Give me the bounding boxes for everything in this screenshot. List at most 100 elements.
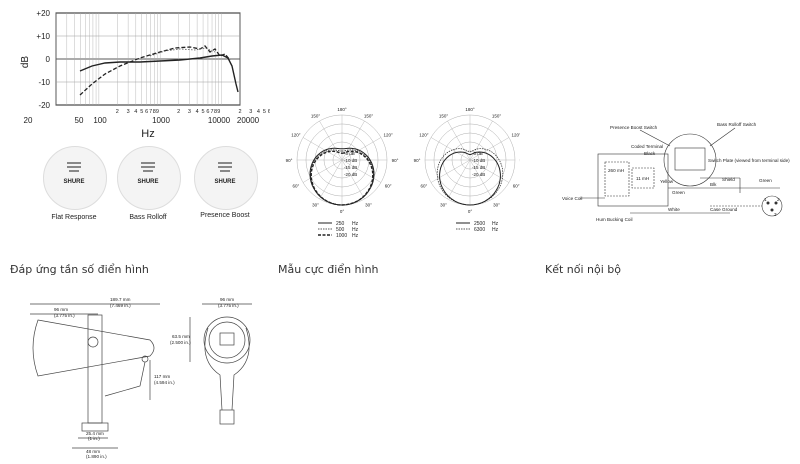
legend-value: 500	[336, 227, 345, 233]
x-tick: 10000	[208, 116, 231, 125]
minor-tick-label: 5	[140, 109, 143, 115]
polar-angle-label: 180°	[465, 107, 475, 112]
switch-flat-response	[43, 146, 107, 210]
dim-front-width: 96 mm	[220, 297, 234, 302]
polar-ring-label: -10 dB	[344, 158, 357, 163]
dim-base: 25.4 mm	[86, 431, 104, 436]
minor-tick-label: 2	[177, 109, 180, 115]
legend-value: 2500	[474, 221, 485, 227]
polar-chart-low: 180°150°150°120°120°90°90°60°60°30°30°0°…	[286, 107, 399, 214]
green-label: Green	[759, 178, 772, 183]
switch-label: Flat Response	[51, 214, 97, 221]
polar-angle-label: 150°	[364, 114, 374, 119]
dim-base-in: (1 in.)	[88, 436, 100, 441]
polar-angle-label: 60°	[385, 184, 392, 189]
caption-internal-wiring: Kết nối nội bộ	[545, 263, 622, 276]
y-tick: +20	[36, 9, 50, 18]
polar-ring-label: -10 dB	[472, 158, 485, 163]
dim-base2-in: (1.890 in.)	[86, 454, 107, 459]
polar-angle-label: 150°	[439, 114, 449, 119]
internal-wiring-diagram: Presence Boost Switch Bass Rolloff Switc…	[562, 122, 790, 222]
polar-ring-label: -15 dB	[472, 165, 485, 170]
x-tick: 50	[75, 116, 84, 125]
black-label: Blk	[710, 182, 717, 187]
y-tick: +10	[36, 32, 50, 41]
switch-graphics: SHURE SHURE SHURE	[63, 162, 236, 185]
minor-tick-label: 4	[134, 109, 137, 115]
caption-frequency-response: Đáp ứng tần số điển hình	[10, 263, 149, 276]
dim-front-width-in: (3.775 in.)	[218, 303, 239, 308]
front-dimension-drawing: 96 mm (3.775 in.) 63.5 mm (2.500 in.)	[170, 297, 252, 425]
flat-response-curve	[79, 54, 239, 93]
dim-front: 96 mm	[54, 307, 68, 312]
polar-curve	[310, 150, 374, 206]
legend-unit: Hz	[352, 227, 359, 233]
switch-label: Presence Boost	[200, 212, 250, 219]
y-tick: -10	[38, 78, 50, 87]
minor-tick-label: 2	[116, 109, 119, 115]
polar-angle-label: 0°	[340, 209, 345, 214]
polar-angle-label: 90°	[414, 158, 421, 163]
polar-spoke	[341, 159, 382, 183]
polar-angle-label: 60°	[420, 184, 427, 189]
bass-switch-label: Bass Rolloff Switch	[717, 122, 757, 127]
dim-height: 117 mm	[154, 374, 170, 379]
dim-side-in: (2.500 in.)	[170, 340, 191, 345]
polar-angle-label: 0°	[468, 209, 473, 214]
polar-ring-label: -5 dB	[472, 151, 483, 156]
polar-angle-label: 120°	[511, 133, 520, 138]
dimension-drawing: 189.7 mm (7.469 in.) 96 mm (3.775 in.) 1…	[30, 297, 175, 459]
switch-bass-rolloff	[117, 146, 181, 210]
minor-tick-label: 8	[214, 109, 217, 115]
polar-patterns: 180° 150° 150° 120° 120° 90° 90° 60° 60° 30° 30° 0°…	[286, 107, 520, 239]
dim-side: 63.5 mm	[172, 334, 190, 339]
brand-logo: SHURE	[63, 179, 84, 185]
polar-curve	[436, 148, 504, 206]
hum-coil-label: Hum Bucking Coil	[596, 217, 633, 222]
minor-tick-label: 7	[211, 109, 214, 115]
y-tick: -20	[38, 101, 50, 110]
polar-angle-label: 30°	[312, 202, 319, 207]
polar-angle-label: 120°	[383, 133, 393, 138]
minor-tick-label: 5	[263, 109, 266, 115]
minor-tick-label: 9	[156, 109, 159, 115]
polar-ring-label: -20 dB	[344, 172, 357, 177]
black-wire-label: Black	[644, 151, 656, 156]
brand-logo: SHURE	[214, 179, 235, 185]
inductor-label: 260 mH	[608, 168, 624, 173]
dim-front-in: (3.775 in.)	[54, 313, 75, 318]
legend-unit: Hz	[352, 221, 359, 227]
minor-tick-label: 3	[127, 109, 130, 115]
inductor-label: 11 mH	[636, 176, 649, 181]
legend-value: 250	[336, 221, 345, 227]
polar-angle-label: 180°	[337, 107, 347, 112]
switch-plate-label: Switch Plate (viewed from terminal side)	[708, 158, 790, 163]
legend-value: 6300	[474, 227, 485, 233]
pin-label: 3	[774, 212, 777, 217]
presence-boost-curve	[79, 45, 231, 96]
presence-switch-label: Presence Boost Switch	[610, 125, 658, 130]
polar-spoke	[341, 159, 365, 200]
y-axis-label: dB	[20, 56, 31, 69]
minor-tick-label: 6	[145, 109, 148, 115]
minor-tick-label: 9	[217, 109, 220, 115]
minor-tick-label: 2	[238, 109, 241, 115]
dim-overall-in: (7.469 in.)	[110, 303, 131, 308]
minor-tick-label: 3	[188, 109, 191, 115]
switch-label: Bass Rolloff	[129, 214, 167, 221]
legend-unit: Hz	[492, 227, 499, 233]
pin-label: 1	[764, 197, 767, 202]
polar-spoke	[302, 137, 343, 161]
x-tick: 20000	[237, 116, 260, 125]
x-axis-label: Hz	[141, 128, 154, 140]
polar-angle-label: 90°	[286, 158, 293, 163]
polar-angle-label: 30°	[493, 202, 500, 207]
polar-spoke	[319, 120, 343, 161]
case-ground-label: Case Ground	[710, 207, 738, 212]
white-wire-label: White	[668, 207, 680, 212]
minor-tick-label: 6	[206, 109, 209, 115]
polar-spoke	[341, 137, 382, 161]
minor-tick-label: 3	[249, 109, 252, 115]
minor-tick-label: 4	[257, 109, 260, 115]
